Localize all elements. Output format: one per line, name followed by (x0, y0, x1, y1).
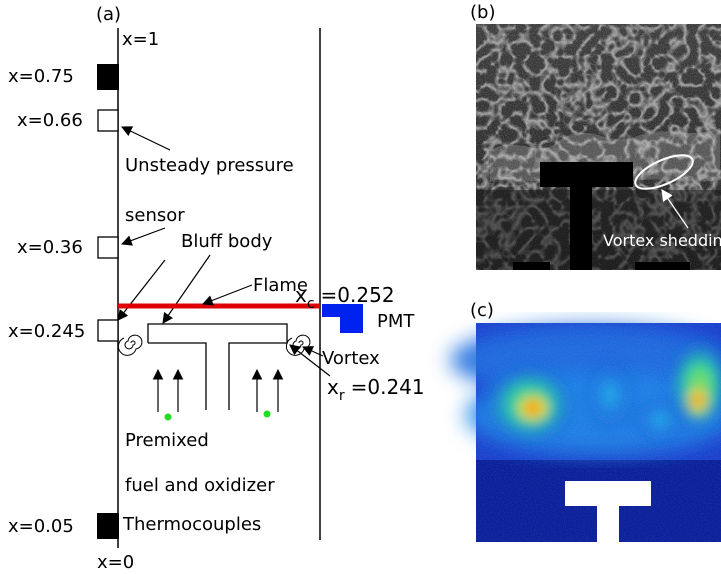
pmt-icon (322, 304, 363, 333)
bluff-body-outline (147, 323, 288, 410)
pmt-label: PMT (377, 311, 415, 332)
bluff-body-shadow (540, 162, 633, 187)
sensor-label-x066: x=0.66 (17, 110, 83, 131)
panel-a: (a) x=1 x=0 x=0.75 x=0.66 x=0.36 x=0.245… (8, 4, 425, 573)
panel-c: (c) (450, 300, 721, 542)
sensor-label-x036: x=0.36 (17, 237, 83, 258)
premixed-label-1: Premixed (125, 430, 209, 451)
bluff-body-arrow (162, 254, 211, 324)
xr-symbol: xr=0.241 (327, 375, 425, 404)
bluff-body-stem-mask (597, 504, 619, 542)
chemiluminescence-image (450, 323, 721, 542)
bluff-body-stem-shadow (570, 185, 592, 270)
pressure-arrow-1 (121, 126, 171, 151)
pressure-label-1: Unsteady pressure (125, 155, 294, 176)
vortex-shedding-arrow (661, 189, 689, 229)
bluff-body-label: Bluff body (181, 231, 273, 252)
sensor-label-x0245: x=0.245 (8, 321, 85, 342)
bluff-body-mask (565, 481, 651, 506)
sensor-x0245 (97, 319, 119, 342)
vortex-label: Vortex (322, 348, 380, 369)
panel-b: (b) Vortex shedding (470, 2, 721, 270)
thermocouple-x005 (97, 513, 119, 539)
xc-symbol: xc=0.252 (295, 283, 395, 312)
bottom-label: x=0 (97, 552, 134, 573)
pressure-label-2: sensor (125, 205, 185, 226)
vortex-left (117, 334, 143, 356)
xr-arrow (289, 344, 331, 377)
panel-c-label: (c) (470, 300, 494, 321)
sensor-x066 (97, 109, 119, 132)
sensor-label-x075: x=0.75 (8, 66, 74, 87)
top-label: x=1 (122, 29, 159, 50)
vortex-shedding-label: Vortex shedding (603, 231, 721, 250)
vortex-arrow (302, 346, 324, 357)
pressure-arrow-3 (117, 259, 166, 321)
vortex-shedding-ellipse (634, 154, 694, 190)
thermocouples-label: Thermocouples (122, 514, 261, 535)
premixed-label-2: fuel and oxidizer (125, 475, 275, 496)
sensor-x036 (97, 236, 119, 259)
pressure-arrow-2 (120, 227, 166, 246)
fuel-dot-2 (263, 410, 271, 418)
flame-label: Flame (253, 275, 308, 296)
schlieren-image: Vortex shedding (476, 24, 721, 270)
sensor-x075 (97, 64, 119, 90)
panel-b-label: (b) (470, 2, 495, 23)
fuel-dot-1 (164, 413, 172, 421)
panel-a-label: (a) (96, 4, 121, 25)
sensor-label-x005: x=0.05 (8, 516, 74, 537)
flame-arrow (201, 284, 253, 306)
